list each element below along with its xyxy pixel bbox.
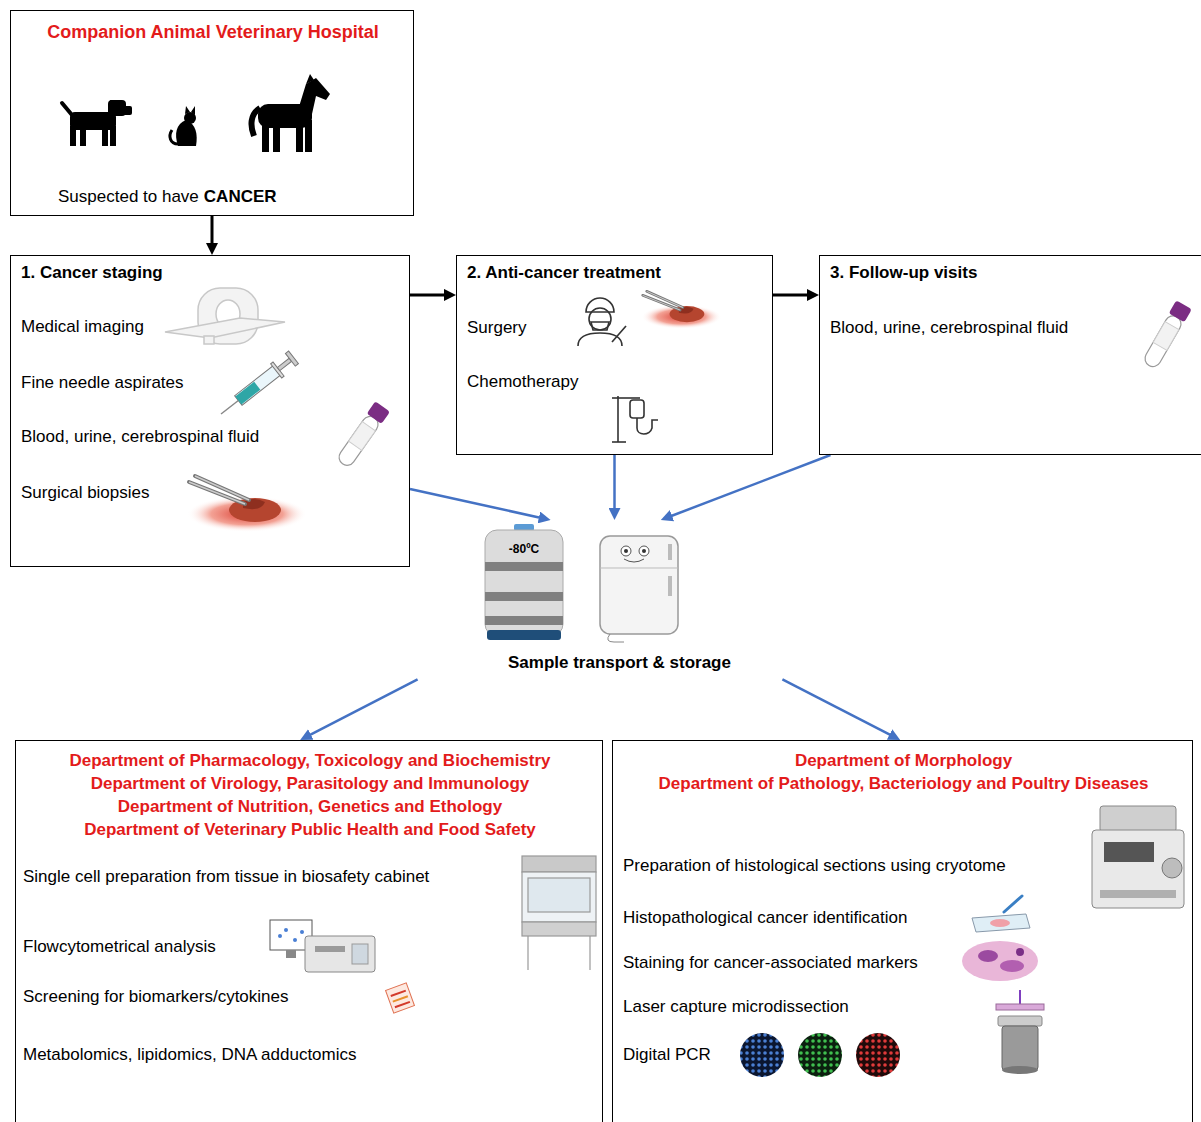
text-slot: Flowcytometrical analysis	[23, 937, 216, 957]
cat-icon	[170, 106, 197, 146]
text-slot: Chemotherapy	[467, 372, 579, 392]
box-heading: 3. Follow-up visits	[830, 263, 977, 283]
node-text: Staining for cancer-associated markers	[623, 953, 918, 973]
node-text: Chemotherapy	[467, 372, 579, 392]
surgeon-icon	[578, 298, 626, 346]
arrow-connector	[410, 489, 542, 518]
node-text: Screening for biomarkers/cytokines	[23, 987, 289, 1007]
tumour-tissue-icon	[641, 291, 721, 329]
text-slot: Department of Pharmacology, Toxicology a…	[22, 751, 598, 771]
hospital-box: Companion Animal Veterinary HospitalSusp…	[10, 10, 414, 216]
text-slot: Medical imaging	[21, 317, 144, 337]
text-slot: 2. Anti-cancer treatment	[467, 263, 661, 283]
storage-caption: Sample transport & storage	[508, 653, 731, 673]
text-slot: Staining for cancer-associated markers	[623, 953, 918, 973]
node-text: Flowcytometrical analysis	[23, 937, 216, 957]
blood-tube-icon	[1141, 300, 1192, 370]
text-slot: Department of Pathology, Bacteriology an…	[619, 774, 1188, 794]
temperature-label: -80ºC	[509, 542, 539, 556]
emphasis-text: CANCER	[204, 187, 277, 207]
freezer-tank-icon	[485, 524, 563, 640]
text-slot: Preparation of histological sections usi…	[623, 856, 1006, 876]
department-box: Department of Pharmacology, Toxicology a…	[15, 740, 603, 1122]
node-text: Metabolomics, lipidomics, DNA adductomic…	[23, 1045, 357, 1065]
text-slot: Surgical biopsies	[21, 483, 150, 503]
department-name: Department of Pathology, Bacteriology an…	[659, 774, 1149, 794]
node-text: Histopathological cancer identification	[623, 908, 907, 928]
text-slot: Fine needle aspirates	[21, 373, 184, 393]
process-box: 2. Anti-cancer treatmentSurgeryChemother…	[456, 255, 773, 455]
arrow-connector	[410, 293, 448, 296]
biopsy-icon	[187, 476, 307, 532]
text-slot: Surgery	[467, 318, 527, 338]
iv-drip-icon	[612, 396, 658, 442]
text-slot: Histopathological cancer identification	[623, 908, 907, 928]
ct-scanner-icon	[165, 288, 285, 344]
dog-icon	[62, 100, 132, 146]
node-text: Laser capture microdissection	[623, 997, 849, 1017]
node-text: Single cell preparation from tissue in b…	[23, 867, 429, 887]
text-slot: Single cell preparation from tissue in b…	[23, 867, 429, 887]
department-box: Department of MorphologyDepartment of Pa…	[612, 740, 1193, 1122]
node-text: Blood, urine, cerebrospinal fluid	[21, 427, 259, 447]
box-heading: Companion Animal Veterinary Hospital	[47, 22, 378, 44]
text-slot: Department of Nutrition, Genetics and Et…	[22, 797, 598, 817]
text-slot: 1. Cancer staging	[21, 263, 163, 283]
slide-dropper-icon	[972, 896, 1030, 932]
screening-icon	[386, 983, 415, 1013]
cryotome-icon	[1092, 806, 1184, 908]
text-slot: Department of Morphology	[619, 751, 1188, 771]
department-name: Department of Veterinary Public Health a…	[84, 820, 536, 840]
microdissection-device-icon	[996, 990, 1044, 1074]
node-text: Surgical biopsies	[21, 483, 150, 503]
node-text: Medical imaging	[21, 317, 144, 337]
text-slot: Suspected to have	[58, 187, 199, 207]
arrow-connector	[211, 216, 214, 247]
text-slot: 3. Follow-up visits	[830, 263, 977, 283]
department-name: Department of Nutrition, Genetics and Et…	[118, 797, 502, 817]
text-slot: Blood, urine, cerebrospinal fluid	[21, 427, 259, 447]
arrow-connector	[613, 455, 616, 512]
node-text: Blood, urine, cerebrospinal fluid	[830, 318, 1068, 338]
process-box: 3. Follow-up visitsBlood, urine, cerebro…	[819, 255, 1201, 455]
stained-tissue-icon	[962, 941, 1038, 981]
arrow-connector	[308, 679, 418, 736]
text-slot: Department of Veterinary Public Health a…	[22, 820, 598, 840]
text-slot: Department of Virology, Parasitology and…	[22, 774, 598, 794]
text-slot: Laser capture microdissection	[623, 997, 849, 1017]
text-slot: Screening for biomarkers/cytokines	[23, 987, 289, 1007]
horse-icon	[252, 74, 330, 152]
box-heading: 1. Cancer staging	[21, 263, 163, 283]
department-name: Department of Morphology	[795, 751, 1012, 771]
flow-cytometer-icon	[270, 920, 375, 972]
text-slot: -80ºC	[509, 539, 539, 557]
text-slot: Sample transport & storage	[508, 653, 731, 673]
box-heading: 2. Anti-cancer treatment	[467, 263, 661, 283]
process-box: 1. Cancer stagingMedical imagingFine nee…	[10, 255, 410, 567]
department-name: Department of Virology, Parasitology and…	[91, 774, 530, 794]
node-text: Preparation of histological sections usi…	[623, 856, 1006, 876]
blood-tube-icon	[335, 401, 390, 469]
fridge-icon	[600, 536, 678, 642]
arrow-connector	[773, 294, 811, 297]
biosafety-cabinet-icon	[522, 856, 596, 970]
text-slot: Metabolomics, lipidomics, DNA adductomic…	[23, 1045, 357, 1065]
node-text: Fine needle aspirates	[21, 373, 184, 393]
text-slot: CANCER	[204, 187, 277, 207]
text-slot: Blood, urine, cerebrospinal fluid	[830, 318, 1068, 338]
storage-node: Sample transport & storage	[410, 520, 790, 679]
node-text: Suspected to have	[58, 187, 199, 207]
node-text: Digital PCR	[623, 1045, 711, 1065]
department-name: Department of Pharmacology, Toxicology a…	[69, 751, 550, 771]
arrow-connector	[782, 679, 892, 736]
digital-pcr-icon	[740, 1033, 900, 1077]
text-slot: Digital PCR	[623, 1045, 711, 1065]
node-text: Surgery	[467, 318, 527, 338]
text-slot: Companion Animal Veterinary Hospital	[17, 22, 409, 44]
syringe-icon	[215, 350, 299, 421]
arrow-connector	[669, 455, 831, 517]
